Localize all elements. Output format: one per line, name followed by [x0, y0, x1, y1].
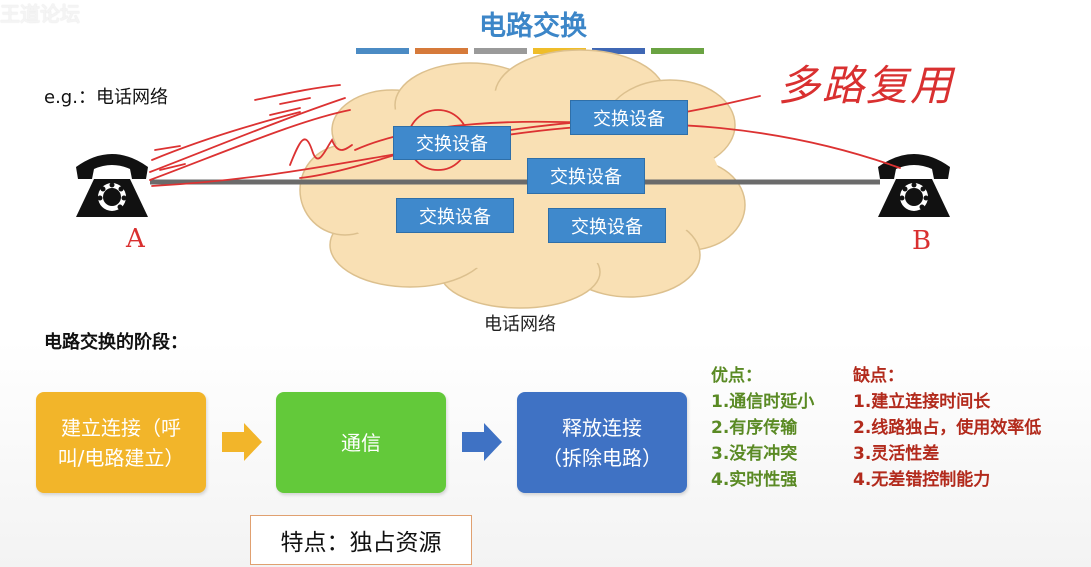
- advantage-item: 1.通信时延小: [711, 392, 815, 412]
- feature-box: 特点：独占资源: [250, 515, 472, 565]
- handwritten-multiplexing: 多路复用: [778, 61, 955, 110]
- color-bar: [356, 48, 409, 54]
- telephone-icon: [76, 154, 148, 217]
- handwritten-label-a: A: [126, 224, 145, 254]
- advantages-list: 优点： 1.通信时延小 2.有序传输 3.没有冲突 4.实时性强: [711, 363, 814, 493]
- color-bar: [592, 48, 645, 54]
- stage-box-establish: 建立连接（呼叫/电路建立）: [36, 392, 206, 493]
- color-bar: [474, 48, 527, 54]
- stage-box-text: 建立连接（呼叫/电路建立）: [57, 415, 185, 470]
- color-bar: [651, 48, 704, 54]
- advantage-item: 2.有序传输: [711, 418, 798, 438]
- disadvantage-item: 4.无差错控制能力: [853, 470, 991, 490]
- switch-device-box: 交换设备: [570, 100, 688, 135]
- handwritten-label-b: B: [912, 226, 932, 256]
- advantage-item: 4.实时性强: [711, 470, 798, 490]
- advantages-heading: 优点：: [711, 366, 762, 386]
- color-bar: [415, 48, 468, 54]
- disadvantages-list: 缺点： 1.建立连接时间长 2.线路独占，使用效率低 3.灵活性差 4.无差错控…: [853, 363, 1041, 493]
- switch-device-box: 交换设备: [393, 126, 511, 160]
- advantage-item: 3.没有冲突: [711, 444, 798, 464]
- stage-box-release: 释放连接（拆除电路）: [517, 392, 687, 493]
- disadvantage-item: 1.建立连接时间长: [853, 392, 991, 412]
- stages-heading: 电路交换的阶段：: [44, 332, 188, 353]
- network-label: 电话网络: [484, 314, 556, 335]
- switch-device-box: 交换设备: [548, 208, 666, 243]
- example-label: e.g.：电话网络: [44, 87, 168, 108]
- disadvantage-item: 3.灵活性差: [853, 444, 940, 464]
- telephone-icon: [878, 154, 950, 217]
- switch-device-box: 交换设备: [527, 158, 645, 194]
- disadvantages-heading: 缺点：: [853, 366, 904, 386]
- watermark-text: 王道论坛: [0, 2, 80, 26]
- disadvantage-item: 2.线路独占，使用效率低: [853, 418, 1042, 438]
- stage-box-communicate: 通信: [276, 392, 446, 493]
- switch-device-box: 交换设备: [396, 198, 514, 233]
- network-cloud: [299, 49, 746, 309]
- stage-box-text: 释放连接（拆除电路）: [542, 415, 662, 470]
- stage-box-text: 通信: [341, 430, 381, 455]
- slide-title: 电路交换: [479, 11, 587, 42]
